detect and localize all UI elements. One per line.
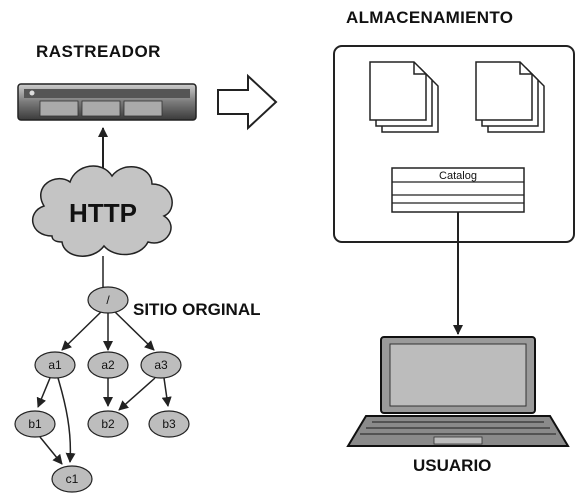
node-b3-label: b3 bbox=[162, 417, 176, 431]
node-c1: c1 bbox=[51, 465, 93, 493]
storage-box: Catalog bbox=[333, 45, 575, 243]
node-c1-label: c1 bbox=[66, 472, 79, 486]
node-a1-label: a1 bbox=[48, 358, 62, 372]
http-label: HTTP bbox=[69, 198, 137, 228]
laptop-icon bbox=[346, 336, 570, 447]
document-stack-icon bbox=[475, 61, 545, 133]
document-stack-icon bbox=[369, 61, 439, 133]
site-tree-edges bbox=[36, 309, 172, 465]
site-tree-nodes: / a1 a2 a3 b1 b2 b3 c1 bbox=[14, 286, 190, 493]
crawler-to-storage-arrow bbox=[217, 73, 278, 131]
node-a2-label: a2 bbox=[101, 358, 115, 372]
catalog-label: Catalog bbox=[439, 170, 477, 182]
node-b2-label: b2 bbox=[101, 417, 115, 431]
http-cloud-icon: HTTP bbox=[31, 165, 173, 257]
node-a2: a2 bbox=[87, 351, 129, 379]
catalog-table: Catalog bbox=[391, 167, 525, 213]
node-a1: a1 bbox=[34, 351, 76, 379]
storage-label: ALMACENAMIENTO bbox=[346, 8, 514, 27]
crawler-server-icon bbox=[17, 83, 197, 121]
user-label: USUARIO bbox=[413, 456, 492, 475]
site-label: SITIO ORGINAL bbox=[133, 300, 261, 319]
node-a3: a3 bbox=[140, 351, 182, 379]
node-a3-label: a3 bbox=[154, 358, 168, 372]
node-b3: b3 bbox=[148, 410, 190, 438]
crawler-label: RASTREADOR bbox=[36, 42, 161, 61]
node-b1: b1 bbox=[14, 410, 56, 438]
node-root-label: / bbox=[106, 293, 110, 307]
node-b1-label: b1 bbox=[28, 417, 42, 431]
node-b2: b2 bbox=[87, 410, 129, 438]
node-root: / bbox=[87, 286, 129, 314]
